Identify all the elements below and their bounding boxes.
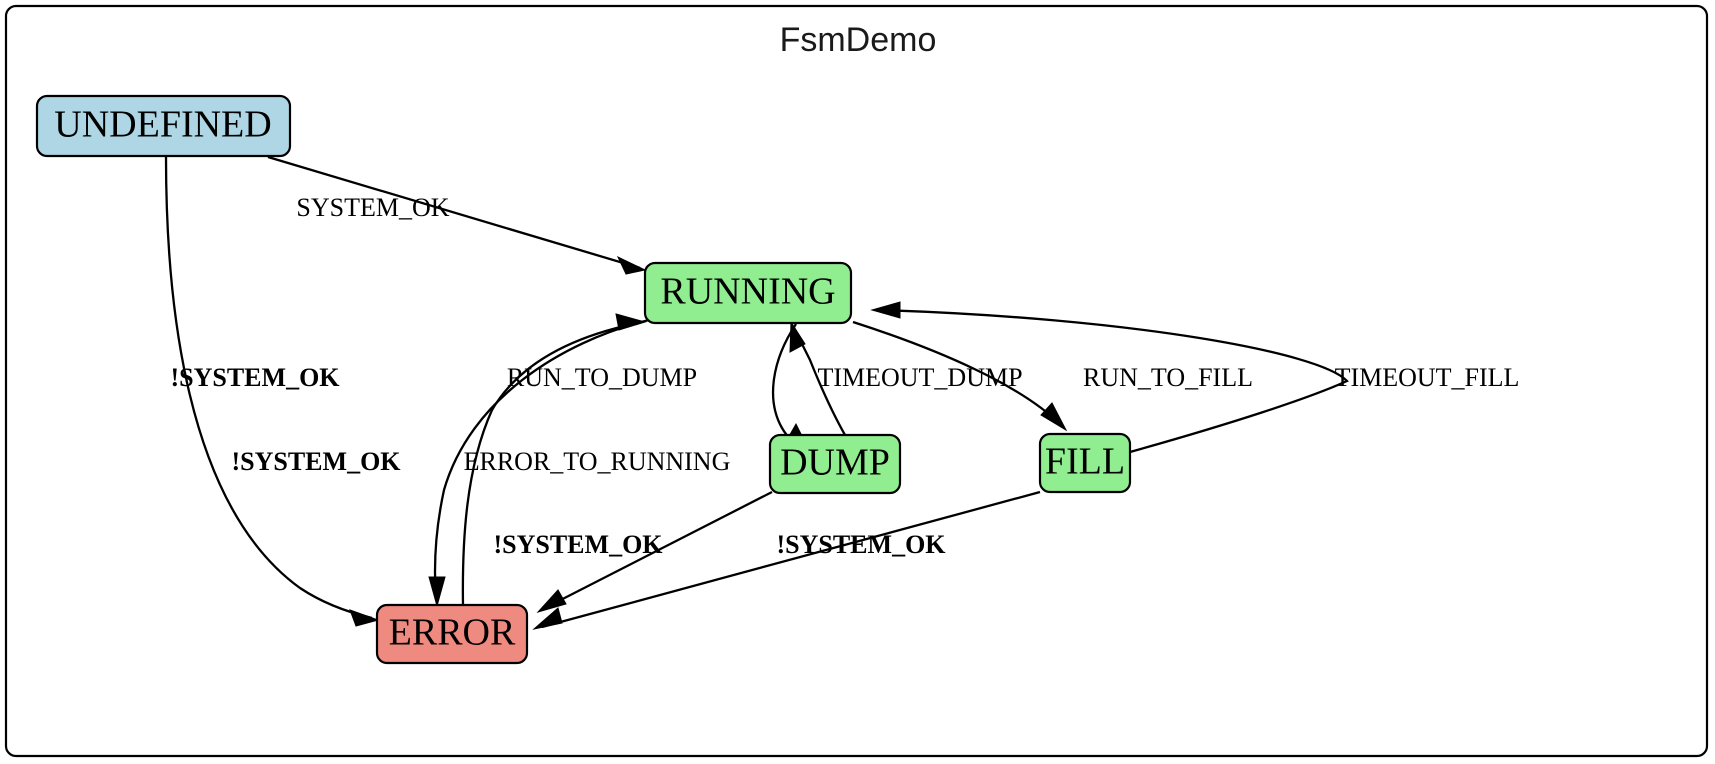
diagram-frame bbox=[4, 4, 1709, 758]
node-running-label: RUNNING bbox=[660, 271, 835, 313]
edge-label-not-system-ok-dump: !SYSTEM_OK bbox=[493, 530, 663, 559]
node-fill-shape bbox=[1038, 432, 1132, 494]
edge-undefined-to-error[interactable]: !SYSTEM_OK bbox=[164, 156, 380, 627]
node-fill[interactable]: FILL bbox=[1038, 432, 1132, 494]
nodes-layer: UNDEFINED RUNNING DUMP FILL ERROR bbox=[35, 94, 1132, 665]
edges-layer: SYSTEM_OK !SYSTEM_OK !SYSTEM_OK ERROR_TO… bbox=[164, 155, 1520, 630]
node-fill-label: FILL bbox=[1045, 441, 1125, 483]
edge-fill-to-error[interactable]: !SYSTEM_OK bbox=[532, 490, 1041, 630]
edge-label-system-ok: SYSTEM_OK bbox=[296, 193, 449, 222]
node-error-shape bbox=[375, 603, 529, 665]
edge-label-timeout-fill: TIMEOUT_FILL bbox=[1335, 363, 1520, 392]
edge-running-to-fill[interactable]: RUN_TO_FILL bbox=[852, 320, 1253, 432]
edge-running-to-error[interactable]: !SYSTEM_OK bbox=[231, 318, 650, 608]
edge-label-not-system-ok-fill: !SYSTEM_OK bbox=[776, 530, 946, 559]
edge-dump-to-error[interactable]: !SYSTEM_OK bbox=[493, 490, 773, 613]
graph-title: FsmDemo bbox=[780, 21, 937, 59]
edge-running-to-dump[interactable]: RUN_TO_DUMP bbox=[507, 323, 813, 457]
node-dump[interactable]: DUMP bbox=[768, 433, 902, 495]
edge-label-not-system-ok-undefined: !SYSTEM_OK bbox=[170, 363, 340, 392]
node-undefined-label: UNDEFINED bbox=[54, 104, 271, 146]
node-dump-shape bbox=[768, 433, 902, 495]
edge-error-to-running[interactable]: ERROR_TO_RUNNING bbox=[461, 313, 731, 607]
node-dump-label: DUMP bbox=[780, 442, 890, 484]
node-undefined-shape bbox=[35, 94, 292, 158]
node-running-shape bbox=[643, 261, 853, 325]
edge-fill-to-running[interactable]: TIMEOUT_FILL bbox=[870, 301, 1520, 454]
node-error-label: ERROR bbox=[389, 612, 516, 654]
edge-dump-to-running[interactable]: TIMEOUT_DUMP bbox=[789, 320, 1023, 436]
node-undefined[interactable]: UNDEFINED bbox=[35, 94, 292, 158]
edge-undefined-to-running[interactable]: SYSTEM_OK bbox=[267, 155, 647, 275]
edge-label-error-to-running: ERROR_TO_RUNNING bbox=[464, 447, 731, 476]
node-running[interactable]: RUNNING bbox=[643, 261, 853, 325]
edge-label-timeout-dump: TIMEOUT_DUMP bbox=[817, 363, 1022, 392]
edge-label-run-to-fill: RUN_TO_FILL bbox=[1083, 363, 1253, 392]
node-error[interactable]: ERROR bbox=[375, 603, 529, 665]
edge-label-run-to-dump: RUN_TO_DUMP bbox=[507, 363, 697, 392]
edge-label-not-system-ok-running: !SYSTEM_OK bbox=[231, 447, 401, 476]
